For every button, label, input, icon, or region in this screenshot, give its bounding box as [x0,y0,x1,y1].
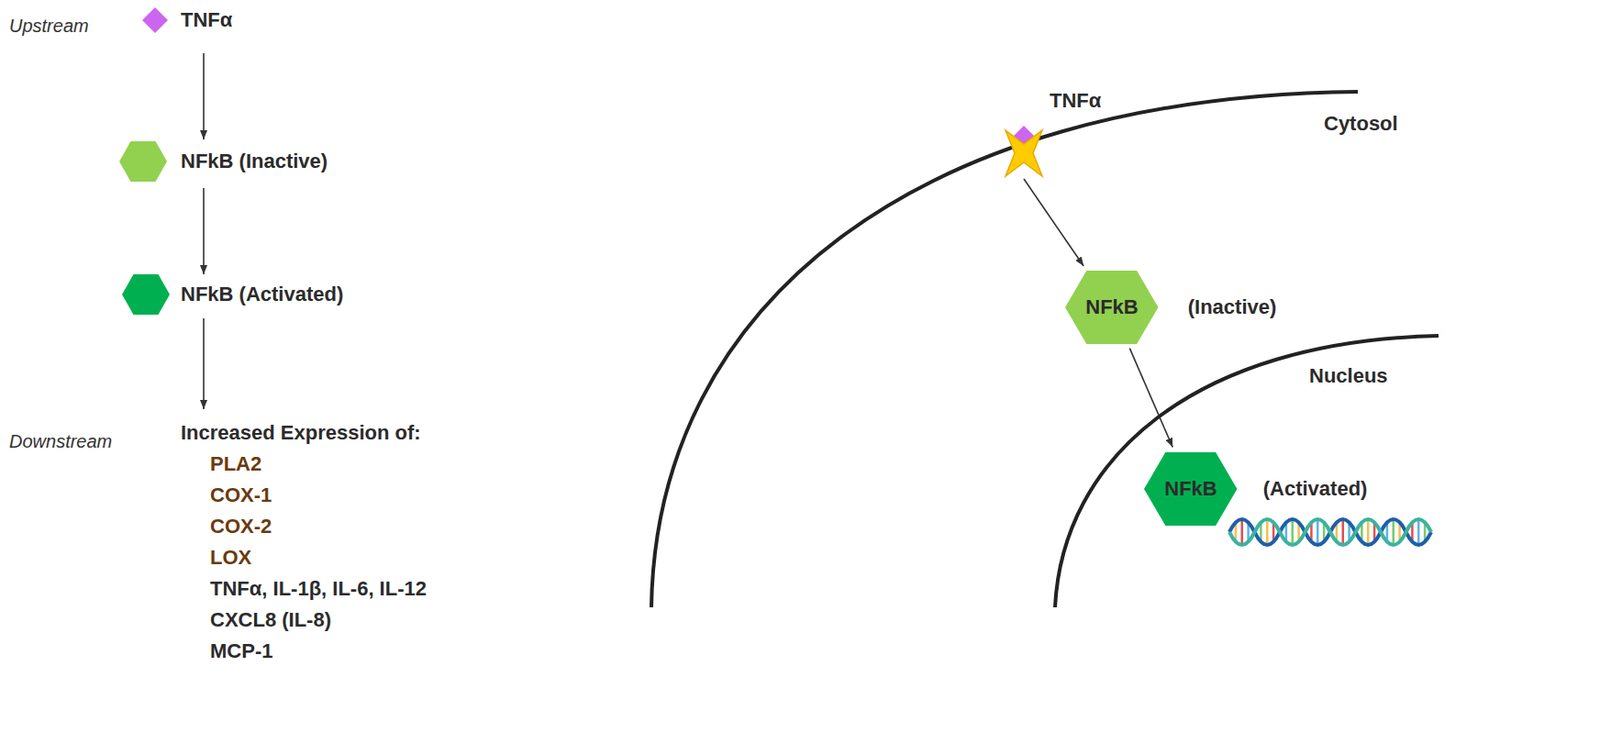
node-text: MCP-1 [210,638,273,665]
membrane-outline [1045,325,1600,744]
text-holder: COX-1 [210,482,272,509]
node-text: COX-2 [210,513,272,540]
dna-rung [1342,519,1345,545]
node-text: (Inactive) [1188,294,1278,321]
dna-strand [1229,519,1432,545]
text-holder: Cytosol [1323,111,1399,137]
ligand-diamond [1013,125,1034,146]
receptor-symbol [1005,130,1043,177]
node-label: Nucleus [1309,363,1389,389]
node-label: Increased Expression of: [180,420,422,446]
node-label: NFkB [1164,476,1217,502]
text-holder: COX-2 [210,513,272,540]
text-holder: NFkB [1085,294,1138,321]
receptor-node: TNFα [1003,86,1103,177]
dna-rung [1316,519,1320,545]
flow-direction-label: Upstream [9,12,89,39]
node-text: LOX [210,544,252,571]
arrow-connector [1129,348,1173,448]
node-label: NFkB (Inactive) [180,148,328,175]
text-holder: TNFα [180,7,233,34]
text-holder: (Inactive) [1188,294,1278,321]
nfkb-node: NFkB (Activated) [122,274,345,315]
text-holder: LOX [210,544,252,571]
diamond-shape [142,7,168,34]
nfkb-node: NFkB(Inactive) [1065,270,1158,345]
text-holder: MCP-1 [210,638,273,665]
arrow-connector [202,53,205,140]
membrane-line [1055,335,1439,608]
node-text: (Activated) [1263,476,1368,502]
text-holder: NFkB (Activated) [180,281,344,308]
node-label: TNFα [1049,88,1101,114]
arrow-connector [202,318,205,410]
nfkb-node: NFkB(Activated) [1144,452,1237,526]
text-holder: Upstream [9,12,89,39]
dna-strand [1229,519,1432,545]
cell-compartment: NucleusNFkB(Activated) [1045,325,1600,744]
hexagon-symbol [122,274,170,315]
node-text: CXCL8 (IL-8) [210,607,332,634]
node-text: PLA2 [210,451,262,478]
node-label: Cytosol [1323,111,1399,137]
text-holder: CXCL8 (IL-8) [210,607,332,634]
hexagon-symbol [119,141,167,182]
dna-rung [1291,519,1295,545]
text-holder: PLA2 [210,451,262,478]
dna-rung [1392,519,1396,545]
node-text: COX-1 [210,482,272,509]
flow-direction-label: Downstream [9,428,112,455]
arrow-connector [202,188,205,275]
node-text: TNFα, IL-1β, IL-6, IL-12 [210,576,427,602]
text-holder: NFkB (Inactive) [180,148,328,175]
diamond-shape [1013,125,1034,146]
ligand-node: TNFα [142,7,234,34]
cell-compartment: CytosolNucleusNFkB(Activated)NFkB(Inacti… [642,82,1600,744]
text-holder: TNFα [1049,88,1101,114]
dna-helix [1229,519,1432,545]
text-holder: (Activated) [1263,476,1368,502]
node-label: NFkB [1085,294,1138,321]
text-holder: NFkB [1164,476,1217,502]
dna-rung [1241,519,1245,545]
gene-expression-list: Increased Expression of: PLA2COX-1COX-2LO… [180,420,429,670]
text-holder: Downstream [9,428,112,455]
text-holder: Nucleus [1309,363,1389,389]
receptor-shape [1005,130,1043,177]
hexagon-shape [119,141,167,182]
nfkb-node: NFkB (Inactive) [119,141,330,182]
ligand-diamond [142,7,168,34]
arrow-connector [1023,178,1084,267]
text-holder: Increased Expression of: [180,420,422,446]
hexagon-shape [122,274,170,315]
hexagon-shape [1144,452,1237,526]
text-holder: TNFα, IL-1β, IL-6, IL-12 [210,576,427,602]
node-label: TNFα [180,7,233,34]
dna-rung [1366,519,1370,545]
membrane-outline [642,82,1600,744]
dna-rung [1266,519,1269,545]
hexagon-shape [1065,270,1158,345]
node-label: NFkB (Activated) [180,281,344,308]
membrane-line [651,91,1358,608]
dna-rung [1417,519,1421,545]
